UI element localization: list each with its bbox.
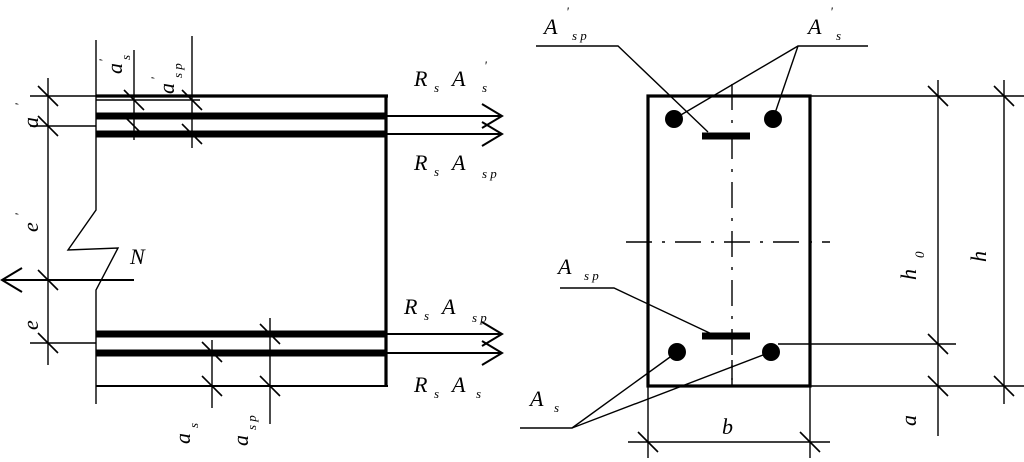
label-a-sp-bottom: a s p [228, 415, 259, 446]
element-elevation [0, 36, 504, 424]
svg-text:R: R [403, 294, 418, 319]
svg-text:': ' [566, 4, 569, 19]
svg-text:e: e [18, 222, 43, 232]
label-A-sp-prime: A ' s p [542, 4, 587, 43]
label-e-prime: e ' [12, 213, 43, 232]
label-a-sp-prime-top: a ' s p [148, 63, 185, 94]
svg-text:': ' [12, 103, 27, 106]
svg-text:s: s [118, 55, 133, 60]
svg-text:s p: s p [244, 415, 259, 430]
label-N: N [129, 244, 146, 269]
label-A-sp: A s p [556, 254, 599, 283]
svg-text:R: R [413, 372, 428, 397]
svg-text:A: A [528, 386, 544, 411]
svg-text:a: a [170, 433, 195, 444]
svg-text:s: s [476, 386, 481, 401]
label-A-s-prime: A ' s [806, 4, 841, 43]
svg-text:A: A [450, 150, 466, 175]
svg-text:R: R [413, 66, 428, 91]
svg-text:a: a [102, 63, 127, 74]
svg-text:s: s [554, 400, 559, 415]
svg-text:': ' [830, 4, 833, 19]
svg-text:s p: s p [472, 310, 487, 325]
label-force-top-s: R s A ' s [413, 58, 487, 95]
svg-text:': ' [96, 59, 111, 62]
label-e: e [18, 320, 43, 330]
label-force-bot-s: R s A s [413, 372, 481, 401]
label-a-right: a [896, 415, 921, 426]
svg-text:s: s [434, 386, 439, 401]
label-force-top-sp: R s A s p [413, 150, 497, 181]
label-h: h [966, 251, 991, 262]
label-force-bot-sp: R s A s p [403, 294, 487, 325]
svg-text:0: 0 [912, 251, 927, 258]
label-a-prime-left: a ' [12, 103, 43, 128]
svg-text:s p: s p [170, 63, 185, 78]
svg-text:': ' [484, 58, 487, 73]
svg-text:R: R [413, 150, 428, 175]
cross-section [520, 45, 868, 429]
svg-text:A: A [450, 66, 466, 91]
svg-text:s p: s p [572, 28, 587, 43]
svg-text:a: a [154, 83, 179, 94]
label-a-s-prime-top: a ' s [96, 55, 133, 74]
svg-text:': ' [12, 213, 27, 216]
svg-text:s: s [482, 80, 487, 95]
svg-text:s: s [186, 423, 201, 428]
svg-text:': ' [148, 77, 163, 80]
svg-text:s: s [434, 80, 439, 95]
svg-text:s: s [434, 164, 439, 179]
svg-text:s p: s p [482, 166, 497, 181]
svg-text:s: s [836, 28, 841, 43]
label-b: b [722, 414, 733, 439]
section-dimensions [628, 80, 1024, 458]
label-A-s: A s [528, 386, 559, 415]
svg-text:s p: s p [584, 268, 599, 283]
svg-text:A: A [542, 14, 558, 39]
svg-text:A: A [806, 14, 822, 39]
svg-text:s: s [424, 308, 429, 323]
svg-text:A: A [440, 294, 456, 319]
label-a-s-bottom: a s [170, 423, 201, 444]
svg-text:A: A [556, 254, 572, 279]
svg-text:a: a [18, 117, 43, 128]
svg-text:h: h [896, 269, 921, 280]
svg-text:A: A [450, 372, 466, 397]
label-h0: h 0 [896, 251, 927, 280]
svg-text:a: a [228, 435, 253, 446]
